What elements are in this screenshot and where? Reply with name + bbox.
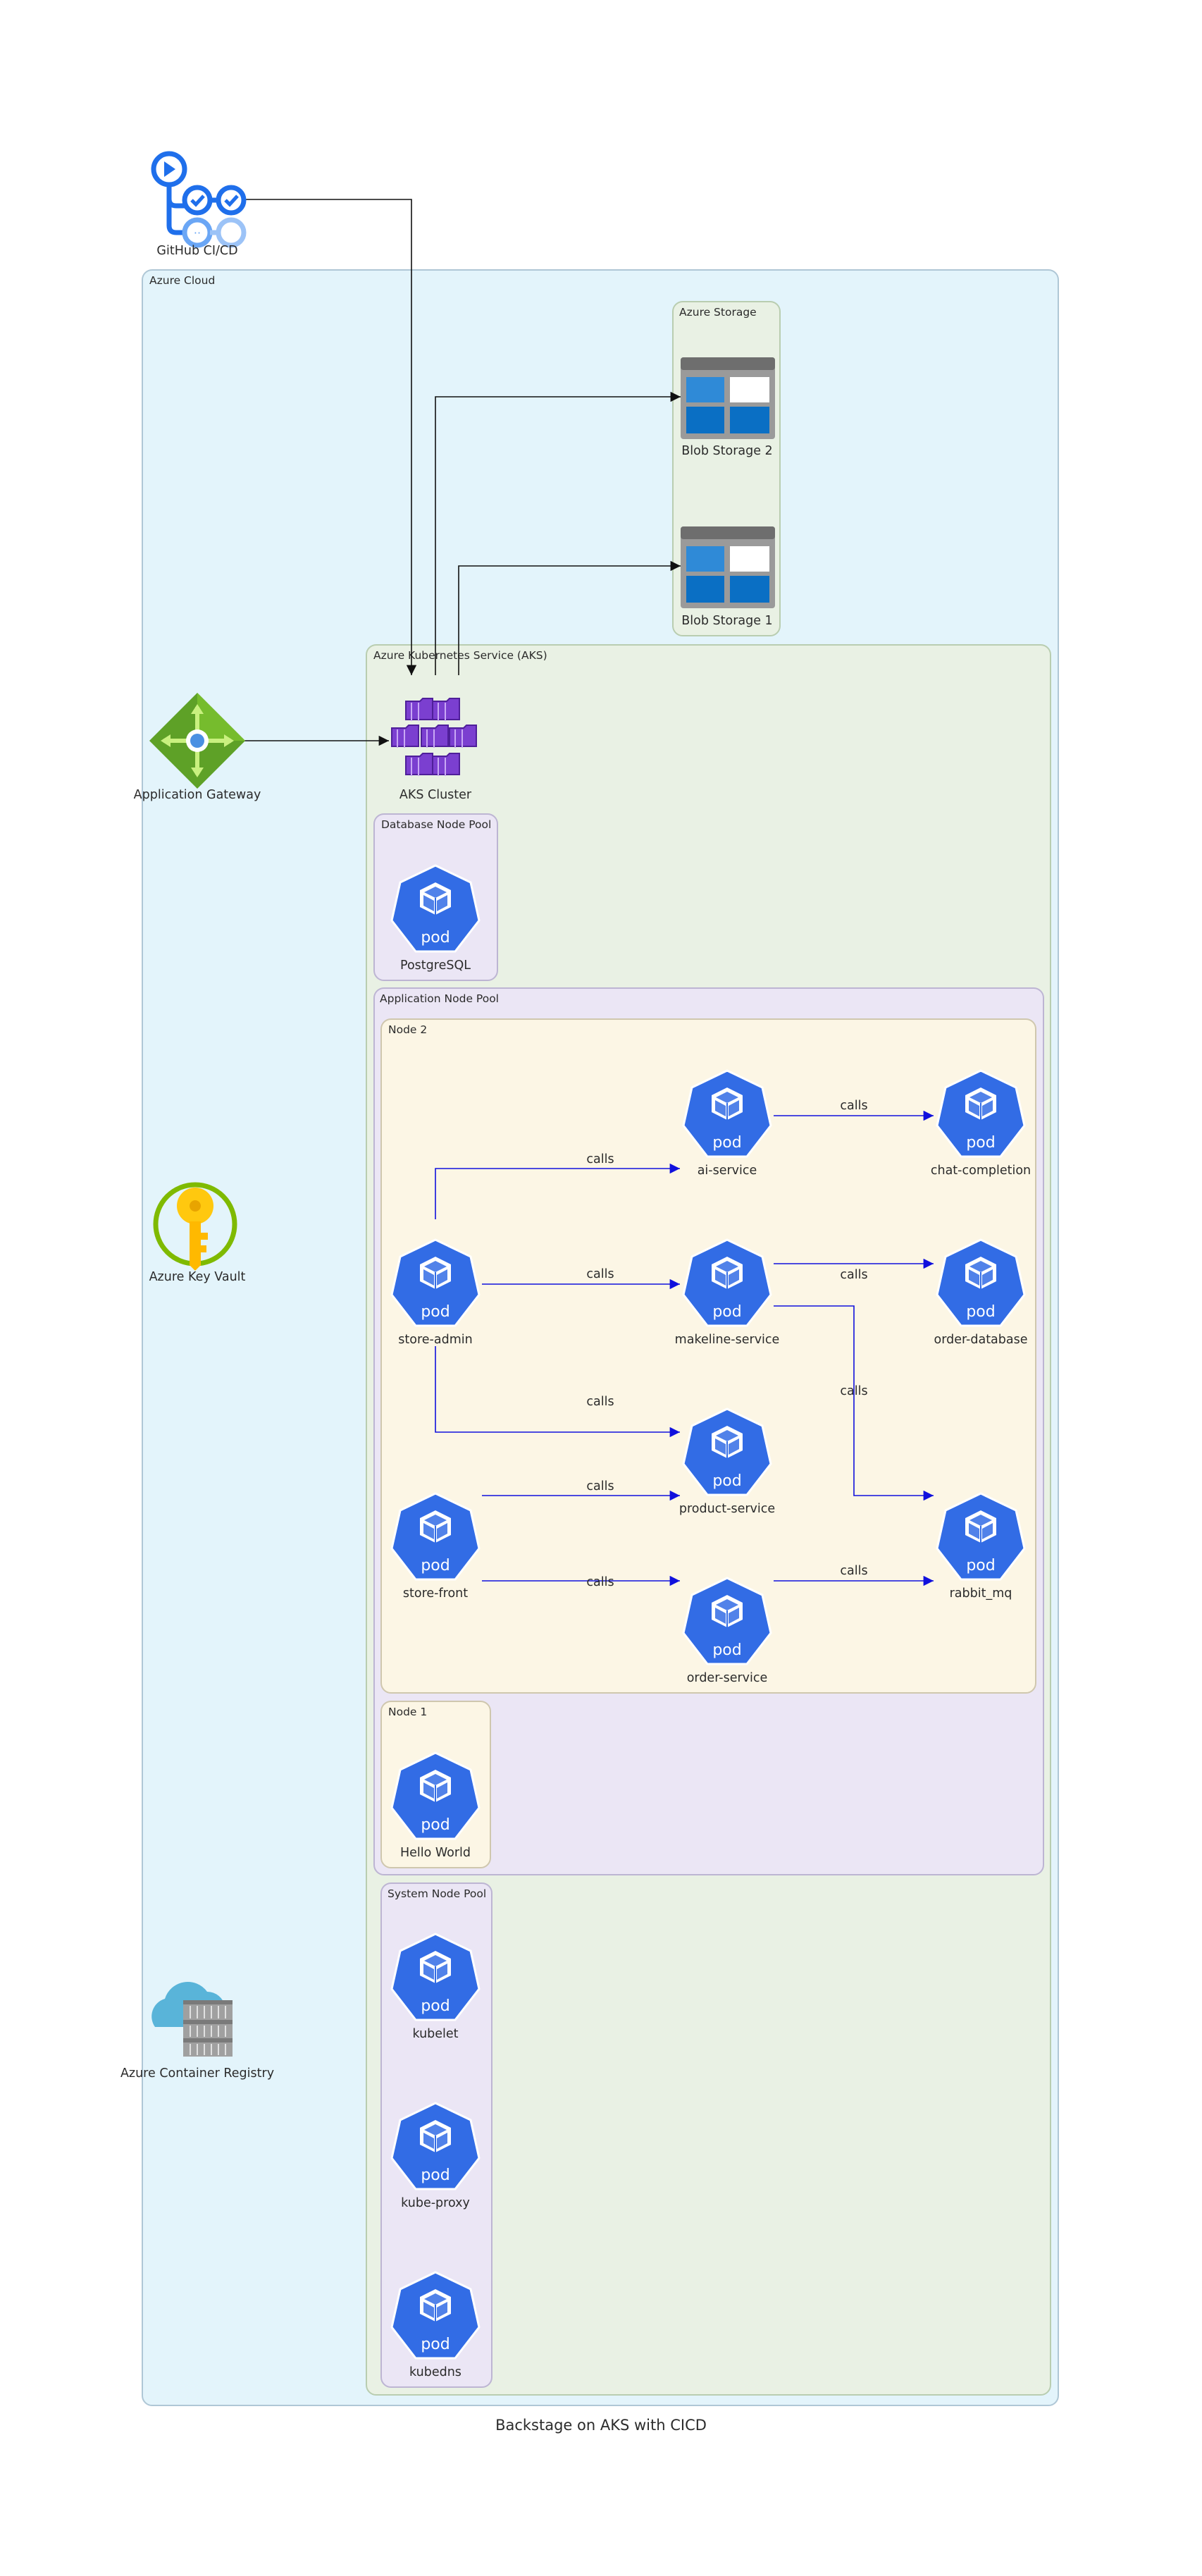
pod-icon-text: pod bbox=[421, 1303, 450, 1321]
pod-icon: pod bbox=[390, 2271, 481, 2360]
container-registry-label: Azure Container Registry bbox=[120, 2066, 274, 2081]
aks-cluster-label: AKS Cluster bbox=[399, 788, 472, 802]
azure-cloud-title: Azure Cloud bbox=[149, 274, 215, 287]
pod-icon: pod bbox=[682, 1069, 772, 1158]
store-admin-label: store-admin bbox=[398, 1333, 472, 1347]
makeline-service-label: makeline-service bbox=[675, 1333, 780, 1347]
pod-icon-text: pod bbox=[712, 1303, 741, 1321]
key-vault-label: Azure Key Vault bbox=[149, 1270, 246, 1284]
aks-title: Azure Kubernetes Service (AKS) bbox=[373, 649, 547, 662]
application-gateway-icon bbox=[149, 693, 245, 789]
aks-cluster-icon bbox=[391, 698, 477, 776]
pod-icon: pod bbox=[390, 1933, 481, 2021]
node-2-title: Node 2 bbox=[388, 1023, 427, 1036]
kubedns-label: kubedns bbox=[409, 2365, 461, 2379]
order-database-label: order-database bbox=[934, 1333, 1028, 1347]
edge-github-to-aks bbox=[244, 199, 417, 675]
edge-label-orderservice-rabbitmq: calls bbox=[840, 1564, 867, 1578]
pod-icon-text: pod bbox=[421, 2336, 450, 2353]
pod-icon-text: pod bbox=[421, 1557, 450, 1574]
pod-icon-text: pod bbox=[712, 1641, 741, 1659]
edge-label-storeadmin-aiservice: calls bbox=[586, 1152, 614, 1166]
edge-storeadmin-to-aiservice bbox=[435, 1163, 680, 1219]
pod-icon: pod bbox=[936, 1238, 1026, 1327]
pod-icon-text: pod bbox=[421, 2167, 450, 2184]
edge-label-storefront-orderservice: calls bbox=[586, 1575, 614, 1589]
edge-label-aiservice-chat: calls bbox=[840, 1099, 867, 1113]
edge-storeadmin-to-product bbox=[435, 1346, 680, 1438]
blob-storage-2-label: Blob Storage 2 bbox=[681, 444, 772, 458]
pod-icon-text: pod bbox=[966, 1557, 995, 1574]
edge-label-storeadmin-makeline: calls bbox=[586, 1267, 614, 1281]
container-registry-icon bbox=[151, 1981, 233, 2057]
blob-storage-1-icon bbox=[681, 526, 775, 608]
edge-makeline-to-rabbitmq bbox=[774, 1305, 934, 1501]
product-service-label: product-service bbox=[679, 1502, 775, 1516]
rabbit-mq-label: rabbit_mq bbox=[950, 1586, 1012, 1601]
blob-storage-2-icon bbox=[681, 357, 775, 439]
system-node-pool-title: System Node Pool bbox=[388, 1887, 486, 1900]
pod-icon: pod bbox=[390, 2102, 481, 2190]
pod-icon-text: pod bbox=[712, 1472, 741, 1490]
node-1-title: Node 1 bbox=[388, 1706, 427, 1718]
pod-icon: pod bbox=[936, 1069, 1026, 1158]
pod-icon: pod bbox=[390, 1751, 481, 1840]
pod-icon: pod bbox=[682, 1407, 772, 1496]
github-cicd-icon: ·· bbox=[151, 151, 247, 248]
pod-icon-text: pod bbox=[421, 1816, 450, 1834]
key-vault-icon bbox=[153, 1182, 237, 1271]
github-cicd-label: GitHub CI/CD bbox=[156, 244, 237, 258]
pod-icon: pod bbox=[682, 1577, 772, 1665]
svg-text:··: ·· bbox=[194, 226, 201, 240]
store-front-label: store-front bbox=[403, 1586, 468, 1601]
node-2-box bbox=[380, 1018, 1036, 1694]
ai-service-label: ai-service bbox=[698, 1164, 757, 1178]
postgresql-label: PostgreSQL bbox=[400, 959, 471, 973]
hello-world-label: Hello World bbox=[400, 1846, 471, 1860]
edge-label-storefront-product: calls bbox=[586, 1479, 614, 1493]
chat-completion-label: chat-completion bbox=[931, 1164, 1031, 1178]
blob-storage-1-label: Blob Storage 1 bbox=[681, 614, 772, 628]
kubelet-label: kubelet bbox=[412, 2027, 458, 2041]
kube-proxy-label: kube-proxy bbox=[401, 2196, 470, 2210]
application-gateway-label: Application Gateway bbox=[134, 788, 261, 802]
pod-icon: pod bbox=[682, 1238, 772, 1327]
database-node-pool-title: Database Node Pool bbox=[381, 818, 491, 831]
diagram-title: Backstage on AKS with CICD bbox=[495, 2417, 707, 2434]
edge-aks-to-blob2 bbox=[435, 391, 681, 675]
pod-icon: pod bbox=[390, 1492, 481, 1581]
pod-icon: pod bbox=[390, 864, 481, 953]
pod-icon: pod bbox=[390, 1238, 481, 1327]
edge-label-makeline-rabbitmq: calls bbox=[840, 1384, 867, 1398]
pod-icon-text: pod bbox=[966, 1134, 995, 1152]
pod-icon-text: pod bbox=[712, 1134, 741, 1152]
pod-icon: pod bbox=[936, 1492, 1026, 1581]
pod-icon-text: pod bbox=[966, 1303, 995, 1321]
edge-aks-to-blob1 bbox=[458, 560, 681, 675]
order-service-label: order-service bbox=[687, 1671, 768, 1685]
azure-storage-title: Azure Storage bbox=[679, 306, 757, 319]
application-node-pool-title: Application Node Pool bbox=[380, 992, 499, 1005]
pod-icon-text: pod bbox=[421, 1997, 450, 2015]
pod-icon-text: pod bbox=[421, 929, 450, 947]
edge-label-makeline-orderdb: calls bbox=[840, 1268, 867, 1282]
edge-label-storeadmin-product: calls bbox=[586, 1395, 614, 1409]
